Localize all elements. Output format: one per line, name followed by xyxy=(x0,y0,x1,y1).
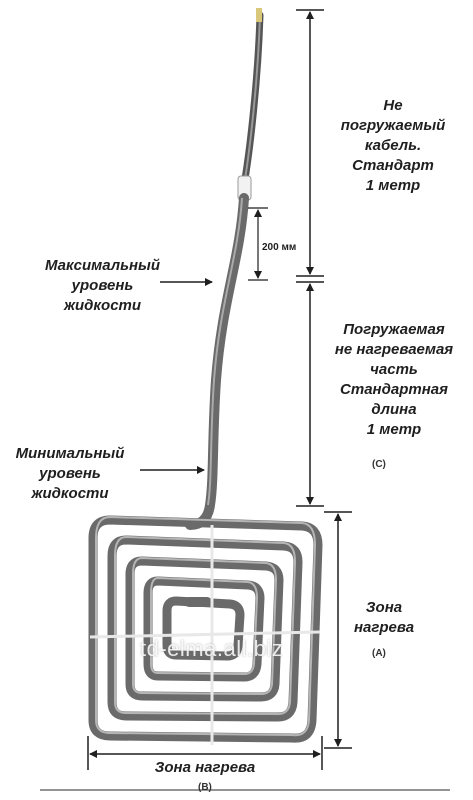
immersed-part-label: Погружаемая не нагреваемая часть Стандар… xyxy=(334,321,454,438)
cold-cable xyxy=(237,8,264,201)
heat-zone-bottom-letter: (B) xyxy=(198,782,212,793)
cold-cable-label: Не погружаемый кабель. Стандарт 1 метр xyxy=(340,97,446,194)
dimension-immersed xyxy=(296,281,324,507)
min-level-label: Минимальный уровень жидкости xyxy=(15,445,125,502)
watermark: td-elma.all.biz xyxy=(140,636,284,661)
immersed-part-letter: (C) xyxy=(372,459,386,470)
dimension-cold-cable xyxy=(296,9,324,277)
immersed-tube xyxy=(185,193,249,530)
coil-end xyxy=(184,597,212,607)
dimension-heat-zone-height xyxy=(324,511,352,749)
heat-zone-right-label: Зона нагрева xyxy=(353,599,415,636)
heat-zone-bottom-label: Зона нагрева xyxy=(154,759,256,776)
dimension-heat-zone-width xyxy=(87,736,323,770)
dimension-200mm xyxy=(248,207,268,281)
max-level-label: Максимальный уровень жидкости xyxy=(44,257,161,314)
heating-coil xyxy=(88,515,323,745)
dimension-200-label: 200 мм xyxy=(262,242,297,253)
cable-tip xyxy=(256,8,262,22)
heat-zone-right-letter: (A) xyxy=(372,648,386,659)
